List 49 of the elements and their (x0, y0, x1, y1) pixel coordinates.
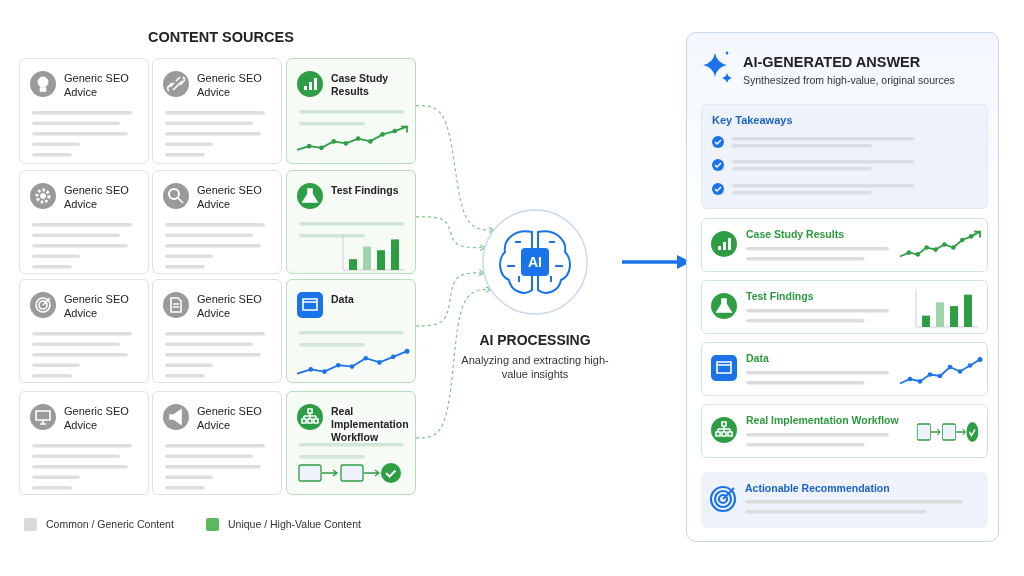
result-card (701, 218, 988, 272)
content-card (152, 279, 282, 383)
card-heading: Actionable Recommendation (745, 482, 890, 496)
card-heading: Case Study Results (746, 228, 845, 242)
content-card (19, 170, 149, 274)
result-card (701, 280, 988, 334)
section-heading: CONTENT SOURCES (148, 28, 294, 47)
chip-label: AI (527, 253, 543, 272)
content-card (19, 391, 149, 495)
card-heading: Real Implementation Workflow (746, 414, 899, 428)
takeaways-heading: Key Takeaways (712, 114, 793, 128)
card-title: Generic SEO Advice (64, 72, 130, 100)
card-title: Generic SEO Advice (197, 293, 263, 321)
content-card (19, 58, 149, 164)
card-heading: Real Implementation Workflow (331, 405, 410, 445)
recommendation-card (701, 472, 988, 528)
arrow (415, 105, 495, 234)
legend-label: Unique / High-Value Content (228, 518, 361, 530)
takeaways-card (701, 104, 988, 209)
card-heading: Test Findings (331, 184, 400, 198)
card-title: Generic SEO Advice (197, 405, 263, 433)
card-heading: Data (331, 293, 355, 307)
content-card (19, 279, 149, 383)
content-card (152, 170, 282, 274)
section-heading: AI PROCESSING (478, 332, 592, 350)
content-card (152, 58, 282, 164)
content-card (152, 391, 282, 495)
answer-panel (686, 32, 999, 542)
arrow (415, 286, 492, 439)
card-title: Generic SEO Advice (64, 293, 130, 321)
result-card (701, 342, 988, 396)
panel-subtitle: Synthesized from high-value, original sources (743, 74, 955, 88)
arrow (415, 216, 486, 252)
section-subtitle: Analyzing and extracting high-value insights (460, 354, 610, 382)
legend-label: Common / Generic Content (46, 518, 174, 530)
card-heading: Test Findings (746, 290, 814, 304)
arrow (415, 269, 485, 327)
source-card (286, 58, 416, 164)
card-title: Generic SEO Advice (64, 184, 130, 212)
result-card (701, 404, 988, 458)
source-card (286, 170, 416, 274)
card-title: Generic SEO Advice (197, 72, 263, 100)
card-heading: Data (746, 352, 769, 366)
card-title: Generic SEO Advice (64, 405, 130, 433)
card-heading: Case Study Results (331, 72, 390, 99)
card-title: Generic SEO Advice (197, 184, 263, 212)
source-card (286, 279, 416, 383)
panel-title: AI-GENERATED ANSWER (743, 53, 921, 72)
source-card (286, 391, 416, 495)
